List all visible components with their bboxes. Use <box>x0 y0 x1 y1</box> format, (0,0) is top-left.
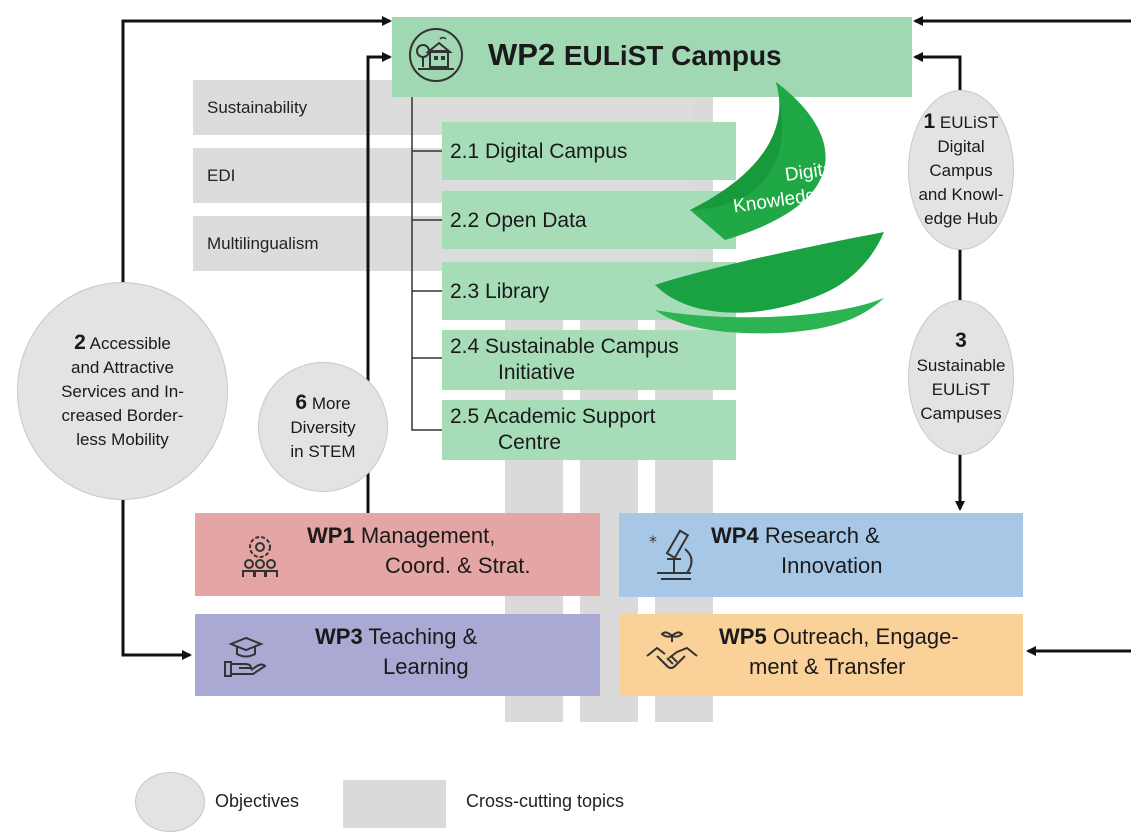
wp4-code: WP4 <box>711 523 759 548</box>
legend-cross-label: Cross-cutting topics <box>466 791 625 811</box>
outreach-icon <box>643 626 701 684</box>
objective-3-l1: Sustainable <box>916 356 1006 375</box>
objective-6-l3: in STEM <box>290 441 356 461</box>
objective-1-num: 1 <box>923 109 936 133</box>
management-icon <box>235 531 285 581</box>
sub-2-2-label: 2.2 Open Data <box>450 209 587 232</box>
wp1-box: WP1 Management, Coord. & Strat. <box>195 513 600 596</box>
svg-text:*: * <box>649 532 657 551</box>
legend-cross-swatch <box>343 780 446 828</box>
objective-1-l1: EULiST <box>939 112 999 132</box>
legend-objectives-swatch <box>135 772 205 832</box>
sub-2-1-label: 2.1 Digital Campus <box>450 140 628 163</box>
sub-2-5-line2: Centre <box>498 431 562 454</box>
objective-1-l4: edge Hub <box>924 208 998 228</box>
wp5-code: WP5 <box>719 624 767 649</box>
wp4-box: * WP4 Research & Innovation <box>619 513 1023 597</box>
wp1-code: WP1 <box>307 523 355 548</box>
teaching-icon <box>221 632 271 682</box>
objective-3-l3: Campuses <box>920 404 1002 423</box>
wp4-line1: Research & <box>764 523 880 548</box>
objective-3: 3 Sustainable EULiST Campuses <box>908 300 1014 455</box>
wp5-line1: Outreach, Engage- <box>772 624 959 649</box>
objective-2-num: 2 <box>74 330 86 354</box>
wp1-line2: Coord. & Strat. <box>385 553 531 578</box>
objective-2-l4: creased Border- <box>61 405 184 425</box>
objective-2: 2 Accessible and Attractive Services and… <box>17 282 228 500</box>
wp5-line2: ment & Transfer <box>749 654 906 679</box>
objective-3-l2: EULiST <box>931 380 991 399</box>
wp2-box: WP2 EULiST Campus <box>392 17 912 97</box>
objective-2-l5: less Mobility <box>76 429 169 449</box>
objective-2-l3: Services and In- <box>61 381 184 401</box>
wp2-name: EULiST Campus <box>563 40 782 71</box>
objective-6: 6 More Diversity in STEM <box>258 362 388 492</box>
objective-2-l1: Accessible <box>89 333 171 353</box>
sub-2-2: 2.2 Open Data <box>442 191 736 249</box>
wp3-box: WP3 Teaching & Learning <box>195 614 600 696</box>
sub-2-4: 2.4 Sustainable Campus Initiative <box>442 330 736 390</box>
campus-icon <box>408 27 464 83</box>
objective-1: 1 EULiST Digital Campus and Knowl- edge … <box>908 90 1014 250</box>
wp3-line2: Learning <box>383 654 469 679</box>
legend-objectives-label: Objectives <box>215 791 300 811</box>
sub-2-4-line2: Initiative <box>498 361 576 384</box>
wp1-line1: Management, <box>360 523 496 548</box>
sub-2-4-line1: 2.4 Sustainable Campus <box>450 335 679 358</box>
objective-6-l1: More <box>311 393 351 413</box>
objective-1-l2: Digital Campus <box>929 136 993 180</box>
wp2-code: WP2 <box>488 37 556 72</box>
sub-2-5-line1: 2.5 Academic Support <box>450 405 656 428</box>
sub-2-3-label: 2.3 Library <box>450 280 550 303</box>
objective-3-num: 3 <box>955 329 967 352</box>
objective-1-l3: and Knowl- <box>918 184 1004 204</box>
research-icon: * <box>647 527 703 583</box>
objective-6-l2: Diversity <box>290 417 356 437</box>
wp3-code: WP3 <box>315 624 363 649</box>
sub-2-5: 2.5 Academic Support Centre <box>442 400 736 460</box>
wp2-title: WP2 EULiST Campus <box>488 37 782 73</box>
wp3-line1: Teaching & <box>368 624 478 649</box>
sub-2-1: 2.1 Digital Campus <box>442 122 736 180</box>
objective-6-num: 6 <box>295 390 308 414</box>
wp5-box: WP5 Outreach, Engage- ment & Transfer <box>619 614 1023 696</box>
wp4-line2: Innovation <box>781 553 883 578</box>
objective-2-l2: and Attractive <box>70 357 174 377</box>
